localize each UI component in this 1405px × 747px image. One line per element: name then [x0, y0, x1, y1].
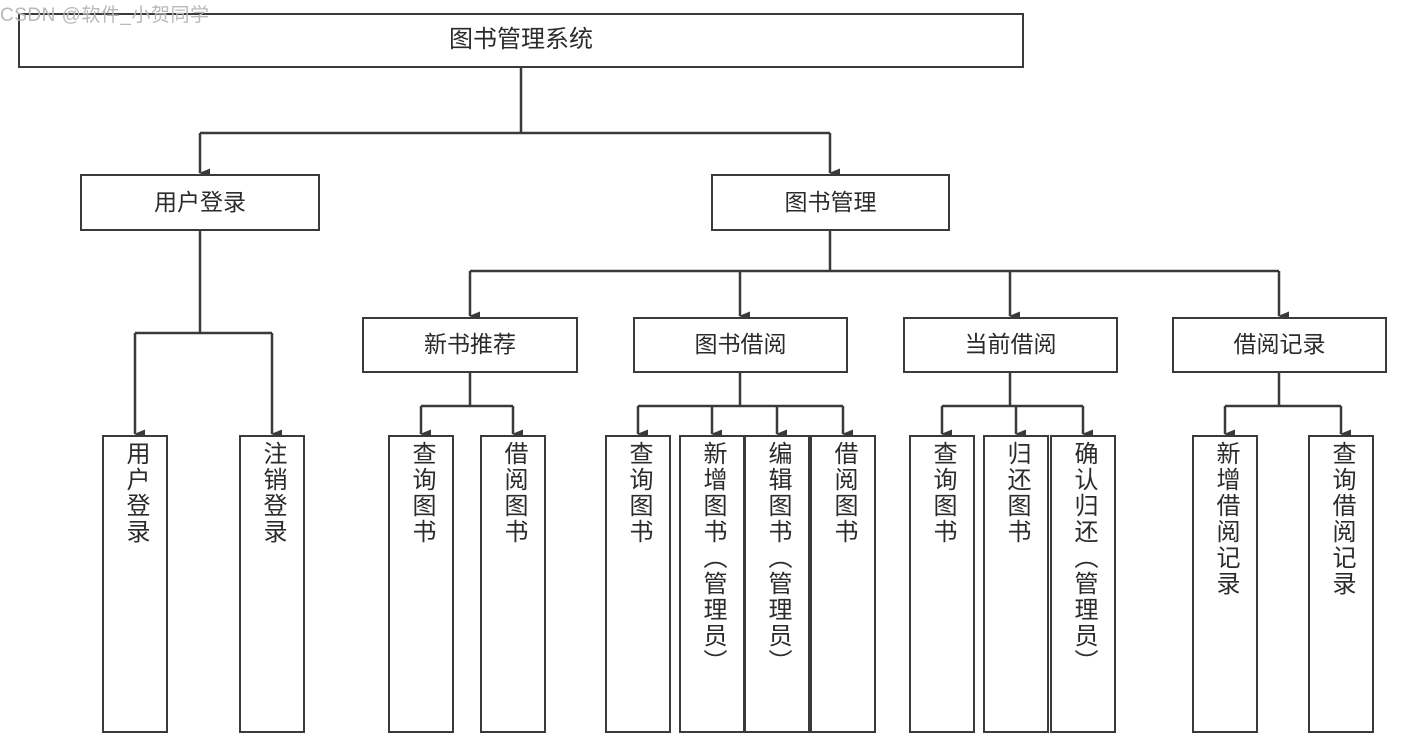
node-f-add-record[interactable]: 新增借阅记录	[1192, 435, 1258, 733]
node-f-return-book[interactable]: 归还图书	[983, 435, 1049, 733]
node-label: 用户登录	[154, 188, 246, 215]
node-label: 借阅图书	[500, 441, 527, 545]
node-label: 当前借阅	[964, 331, 1057, 358]
node-borrow-record[interactable]: 借阅记录	[1172, 317, 1387, 373]
node-label: 查询图书	[625, 441, 652, 545]
node-label: 确认归还（管理员）	[1070, 441, 1097, 675]
node-book-borrow[interactable]: 图书借阅	[633, 317, 848, 373]
connector-new-book-rec-to-functions	[419, 373, 523, 439]
connector-borrow-record-to-functions	[1223, 373, 1351, 439]
node-label: 图书借阅	[694, 331, 787, 358]
node-root[interactable]: 图书管理系统	[18, 13, 1024, 68]
node-label: 归还图书	[1003, 441, 1030, 545]
node-current-borrow[interactable]: 当前借阅	[903, 317, 1118, 373]
node-label: 借阅图书	[830, 441, 857, 545]
watermark: CSDN @软件_小贺同学	[0, 5, 210, 26]
node-f-confirm-return[interactable]: 确认归还（管理员）	[1050, 435, 1116, 733]
node-new-book-rec[interactable]: 新书推荐	[362, 317, 578, 373]
node-label: 查询图书	[929, 441, 956, 545]
node-label: 注销登录	[259, 441, 286, 545]
node-f-add-book[interactable]: 新增图书（管理员）	[679, 435, 745, 733]
node-label: 编辑图书（管理员）	[764, 441, 791, 675]
node-f-edit-book[interactable]: 编辑图书（管理员）	[744, 435, 810, 733]
node-label: 查询图书	[408, 441, 435, 545]
node-f-logout[interactable]: 注销登录	[239, 435, 305, 733]
node-book-manage[interactable]: 图书管理	[711, 174, 950, 231]
node-label: 图书管理系统	[449, 26, 593, 54]
node-label: 用户登录	[122, 441, 149, 545]
connector-book-manage-to-submodules	[468, 231, 1289, 321]
connector-root-to-modules	[198, 68, 840, 178]
node-f-query-book-1[interactable]: 查询图书	[388, 435, 454, 733]
node-label: 借阅记录	[1233, 331, 1326, 358]
node-label: 新增借阅记录	[1212, 441, 1239, 597]
connector-book-borrow-to-functions	[636, 373, 853, 439]
connector-current-borrow-to-functions	[940, 373, 1093, 439]
node-f-query-book-2[interactable]: 查询图书	[605, 435, 671, 733]
connector-user-login-to-functions	[133, 231, 282, 439]
node-f-query-book-3[interactable]: 查询图书	[909, 435, 975, 733]
connector-paths	[133, 68, 1351, 439]
node-user-login[interactable]: 用户登录	[80, 174, 320, 231]
node-f-borrow-book-2[interactable]: 借阅图书	[810, 435, 876, 733]
node-label: 新书推荐	[424, 331, 516, 358]
node-f-user-login[interactable]: 用户登录	[102, 435, 168, 733]
node-label: 新增图书（管理员）	[699, 441, 726, 675]
node-f-borrow-book-1[interactable]: 借阅图书	[480, 435, 546, 733]
node-f-query-record[interactable]: 查询借阅记录	[1308, 435, 1374, 733]
node-label: 查询借阅记录	[1328, 441, 1355, 597]
node-label: 图书管理	[784, 188, 877, 215]
